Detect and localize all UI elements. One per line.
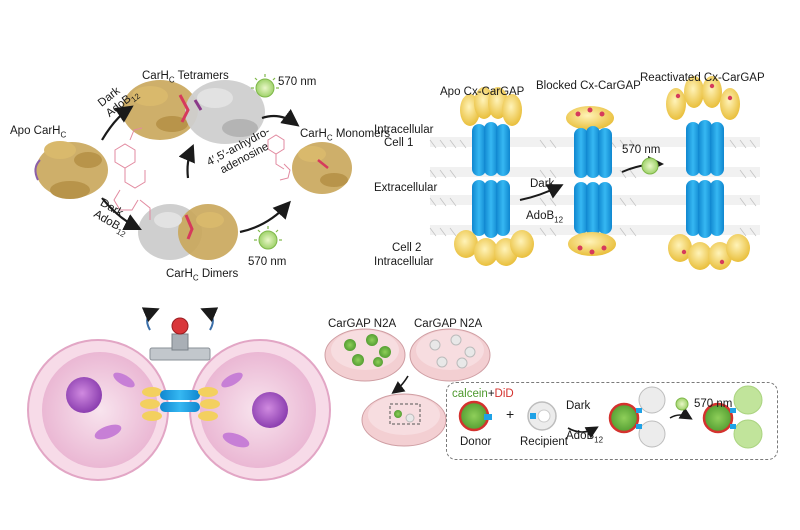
blocked-cx-cargap-label: Blocked Cx-CarGAP xyxy=(536,80,641,92)
cell-pair-illustration xyxy=(27,339,331,481)
dark-label: Dark xyxy=(530,178,555,190)
reactivated-channel xyxy=(666,76,750,270)
recipient-cell xyxy=(527,401,557,431)
tetramers-label: CarHC Tetramers xyxy=(142,70,229,85)
adob12-label: AdoB12 xyxy=(526,210,564,225)
dish2-label: CarGAP N2A xyxy=(414,318,483,330)
light-arrow xyxy=(669,407,693,420)
monomer-structure xyxy=(292,142,352,194)
tetramer-structure xyxy=(122,80,265,144)
mix-arrow xyxy=(391,375,409,394)
plus-sign: + xyxy=(506,406,515,422)
dish-donor-plate xyxy=(324,328,406,382)
experiment-detail-box xyxy=(446,382,778,460)
light-570-top-label: 570 nm xyxy=(278,76,317,88)
dark-label-d: Dark xyxy=(566,400,591,412)
intracellular-cell2-label: Intracellular xyxy=(374,256,434,268)
apo-cx-cargap-label: Apo Cx-CarGAP xyxy=(440,86,525,98)
dish-coculture xyxy=(361,393,447,447)
light-icon xyxy=(251,74,279,98)
valve-icon xyxy=(141,307,219,361)
apo-carh-label: Apo CarHC xyxy=(10,125,67,140)
apo-carh-structure xyxy=(34,141,108,199)
light-icon xyxy=(675,397,689,411)
blocked-channel xyxy=(566,106,616,256)
light-icon xyxy=(254,226,282,250)
extracellular-label: Extracellular xyxy=(374,182,438,194)
dish1-label: CarGAP N2A xyxy=(328,318,397,330)
panel-a-arrows xyxy=(101,105,300,234)
anhydroadenosine-molecule xyxy=(267,134,291,181)
apo-channel xyxy=(454,87,534,266)
dimers-label: CarHC Dimers xyxy=(166,268,239,283)
adob12-label-d: AdoB12 xyxy=(566,430,604,445)
light-570-label-d: 570 nm xyxy=(694,398,733,410)
calcein-did-label: calcein+DiD xyxy=(452,388,514,400)
reactivated-cx-cargap-label: Reactivated Cx-CarGAP xyxy=(640,72,765,84)
dimer-structure xyxy=(138,204,238,260)
light-570-bottom-label: 570 nm xyxy=(248,256,287,268)
monomers-label: CarHC Monomers xyxy=(300,128,391,143)
lipid-tails xyxy=(429,139,757,237)
donor-cell xyxy=(458,400,492,432)
dish-recipient-plate xyxy=(409,328,491,382)
light-icon xyxy=(641,157,659,175)
dark-arrow xyxy=(567,426,599,439)
light-570-label: 570 nm xyxy=(622,144,661,156)
blocked-pair xyxy=(608,386,666,448)
donor-label: Donor xyxy=(460,436,492,448)
cell2-label: Cell 2 xyxy=(392,242,422,254)
recipient-label: Recipient xyxy=(520,436,568,448)
coupled-pair xyxy=(702,385,763,449)
adob12-molecule xyxy=(113,127,151,220)
